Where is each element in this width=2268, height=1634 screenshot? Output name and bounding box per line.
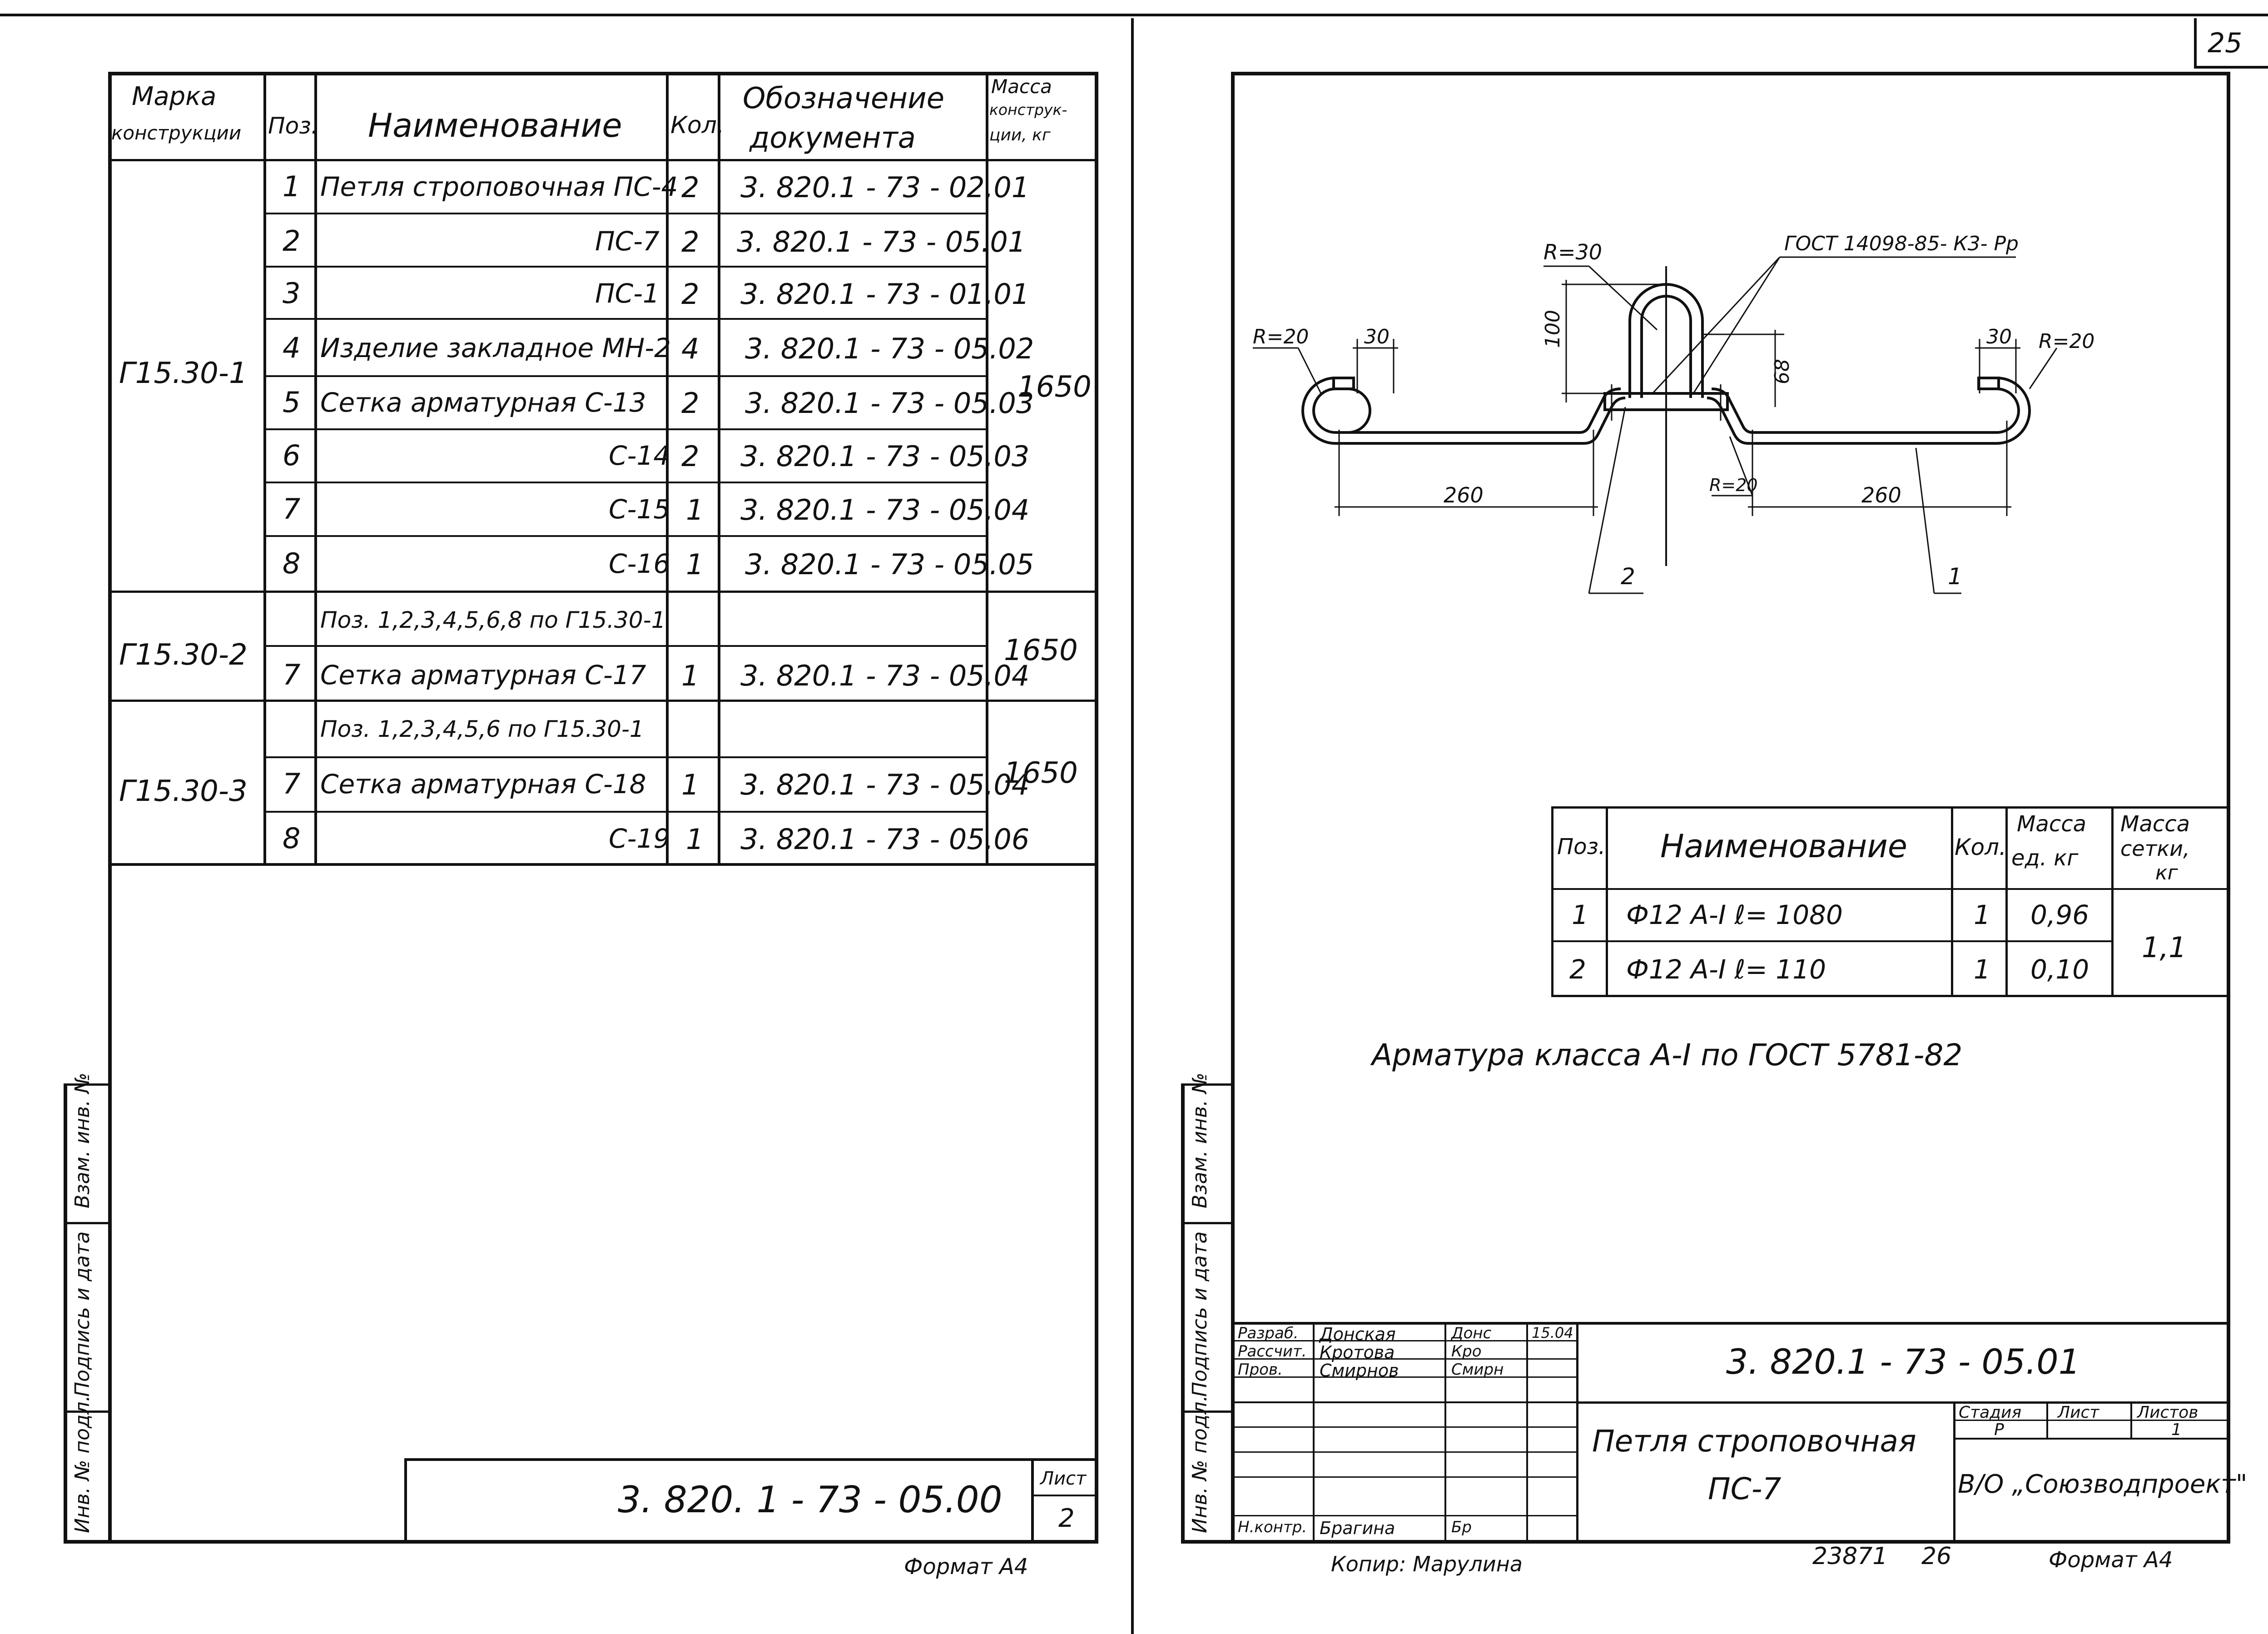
header-marka-2: конструкции — [111, 122, 242, 144]
material-total: 1,1 — [2142, 931, 2187, 964]
group-marka: Г15.30-1 — [119, 357, 248, 390]
group-marka: Г15.30-2 — [119, 638, 248, 672]
dim-30-right: 30 — [1986, 325, 2012, 348]
side-stamp-label: Инв. № подл. — [1188, 1395, 1211, 1533]
side-stamp-label: Взам. инв. № — [1188, 1073, 1211, 1208]
format-label: Формат А4 — [904, 1554, 1028, 1579]
header-oboz: Обозначение — [743, 82, 945, 115]
group-marka: Г15.30-3 — [119, 775, 248, 808]
dim-30-left: 30 — [1364, 325, 1390, 348]
copied-by: Копир: Марулина — [1331, 1552, 1523, 1576]
doc-code: 3. 820.1 - 73 - 05.01 — [1726, 1341, 2081, 1382]
mt-h-mass-net-3: кг — [2155, 861, 2178, 884]
dim-100: 100 — [1541, 310, 1564, 348]
header-mass: Масса — [991, 75, 1052, 98]
mt-h-name: Наименование — [1660, 828, 1907, 865]
group-mass: 1650 — [1017, 370, 1092, 404]
stage-label: Стадия — [1959, 1403, 2022, 1422]
mt-h-kol: Кол. — [1955, 834, 2006, 860]
format-label: Формат А4 — [2049, 1547, 2173, 1573]
mt-h-poz: Поз. — [1557, 834, 1606, 859]
org-name: В/О „Союзводпроект" — [1958, 1470, 2248, 1499]
mt-h-mass-net: Масса — [2120, 811, 2190, 837]
side-stamp-label: Взам. инв. № — [71, 1073, 94, 1208]
mt-h-mass-net-2: сетки, — [2120, 836, 2190, 861]
dim-260-right: 260 — [1861, 483, 1901, 507]
archive-number: 23871 — [1812, 1543, 1888, 1570]
sheet-label: Лист — [2058, 1403, 2099, 1422]
page-number: 25 — [2208, 27, 2243, 59]
group-mass: 1650 — [1004, 756, 1078, 790]
right-frame-right — [2227, 72, 2230, 1544]
header-name: Наименование — [368, 106, 622, 144]
header-oboz-2: документа — [749, 121, 916, 155]
item-name: Петля строповочная — [1592, 1424, 1916, 1459]
callout-1: 1 — [1948, 563, 1962, 590]
callout-2: 2 — [1621, 563, 1635, 590]
group-mass: 1650 — [1004, 634, 1078, 667]
title-code: 3. 820. 1 - 73 - 05.00 — [618, 1479, 1002, 1521]
header-marka: Марка — [132, 82, 217, 111]
gost-weld-label: ГОСТ 14098-85- К3- Рр — [1784, 232, 2019, 255]
item-name-2: ПС-7 — [1708, 1471, 1782, 1506]
side-stamp-label: Подпись и дата — [71, 1231, 94, 1397]
r30-label: R=30 — [1543, 240, 1602, 264]
r20-right-label: R=20 — [2039, 330, 2094, 353]
mt-h-mass-unit: Масса — [2017, 811, 2087, 837]
header-mass-3: ции, кг — [989, 126, 1051, 144]
right-frame-left — [1231, 72, 1235, 1544]
archive-page: 26 — [1921, 1543, 1952, 1570]
left-frame-top — [108, 72, 1098, 75]
list-number: 2 — [1058, 1504, 1075, 1533]
mt-h-mass-unit-2: ед. кг — [2011, 845, 2079, 871]
loop-drawing: R=30 ГОСТ 14098-85- К3- Рр R=20 R=20 R=2… — [1253, 232, 2094, 594]
note-text: Арматура класса А-I по ГОСТ 5781-82 — [1372, 1038, 1963, 1073]
stage-value: Р — [1994, 1420, 2004, 1439]
list-label: Лист — [1040, 1468, 1087, 1489]
side-stamp-label: Инв. № подл. — [71, 1395, 94, 1533]
dim-260-left: 260 — [1444, 483, 1484, 507]
sheets-value: 1 — [2171, 1420, 2182, 1439]
sheet-divider — [1131, 18, 1134, 1634]
r20-left-label: R=20 — [1253, 325, 1309, 348]
sheets-label: Листов — [2137, 1403, 2199, 1422]
r20-bottom-label: R=20 — [1709, 475, 1758, 495]
header-kol: Кол. — [670, 112, 725, 139]
left-frame-left — [108, 72, 112, 1544]
left-frame-bottom — [64, 1540, 1098, 1544]
header-mass-2: конструк- — [989, 101, 1067, 119]
right-frame-bottom — [1181, 1540, 2230, 1544]
header-poz: Поз. — [268, 113, 318, 139]
left-frame-right — [1095, 72, 1098, 1544]
dim-68: 68 — [1771, 359, 1794, 384]
right-frame-top — [1231, 72, 2230, 75]
side-stamp-label: Подпись и дата — [1188, 1231, 1211, 1397]
